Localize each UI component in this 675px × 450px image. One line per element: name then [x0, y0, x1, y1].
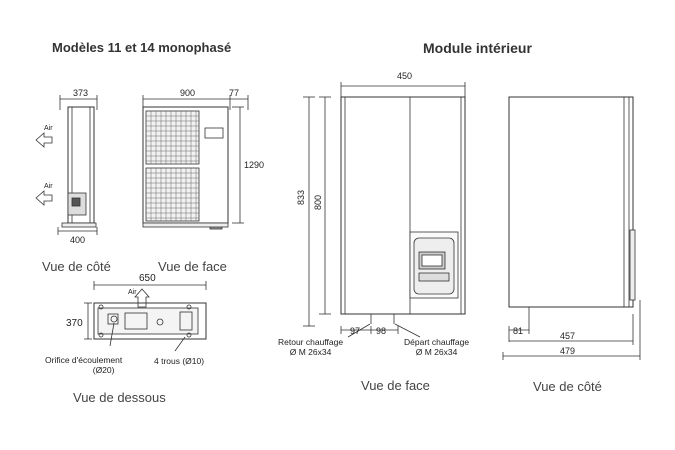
dim-450: 450 [397, 71, 413, 81]
outdoor-side-view [57, 95, 98, 235]
caption-outdoor-side: Vue de côté [42, 259, 111, 274]
dim-98: 98 [376, 326, 387, 336]
drain-note: Orifice d'écoulement (Ø20) [45, 355, 122, 375]
dim-1290: 1290 [244, 160, 265, 170]
caption-indoor-side: Vue de côté [533, 379, 602, 394]
air-label-top: Air [44, 125, 53, 132]
outdoor-bottom-view [84, 281, 207, 352]
dim-81: 81 [513, 326, 524, 336]
outdoor-title: Modèles 11 et 14 monophasé [52, 40, 232, 55]
return-note: Retour chauffage Ø M 26x34 [278, 337, 343, 357]
dim-457: 457 [560, 331, 576, 341]
dim-479: 479 [560, 346, 576, 356]
dim-373: 373 [73, 88, 89, 98]
supply-note-line1: Départ chauffage [404, 337, 470, 347]
air-label-bottom: Air [44, 183, 53, 190]
air-arrow-bottom-icon [35, 190, 53, 206]
caption-indoor-front: Vue de face [361, 378, 430, 393]
drain-note-line1: Orifice d'écoulement [45, 355, 123, 365]
indoor-side-view [502, 96, 641, 360]
caption-outdoor-bottom: Vue de dessous [73, 390, 166, 405]
indoor-title: Module intérieur [423, 40, 532, 56]
dim-800: 800 [313, 194, 323, 210]
supply-note: Départ chauffage Ø M 26x34 [404, 337, 469, 357]
dim-77: 77 [229, 88, 240, 98]
dim-900: 900 [180, 88, 196, 98]
indoor-front-view [303, 82, 466, 338]
caption-outdoor-front: Vue de face [158, 259, 227, 274]
air-label-under: Air [128, 289, 137, 296]
air-arrow-top-icon [35, 132, 53, 148]
dim-370: 370 [66, 318, 83, 329]
outdoor-front-view [142, 95, 249, 230]
return-note-line2: Ø M 26x34 [289, 347, 332, 357]
dim-97: 97 [350, 326, 361, 336]
air-arrow-under-icon [134, 288, 150, 308]
holes-note: 4 trous (Ø10) [154, 356, 205, 366]
dim-400: 400 [70, 235, 86, 245]
dim-833: 833 [296, 189, 306, 205]
dim-650: 650 [139, 273, 156, 284]
drain-note-line2: (Ø20) [92, 365, 115, 375]
return-note-line1: Retour chauffage [278, 337, 344, 347]
supply-note-line2: Ø M 26x34 [415, 347, 458, 357]
